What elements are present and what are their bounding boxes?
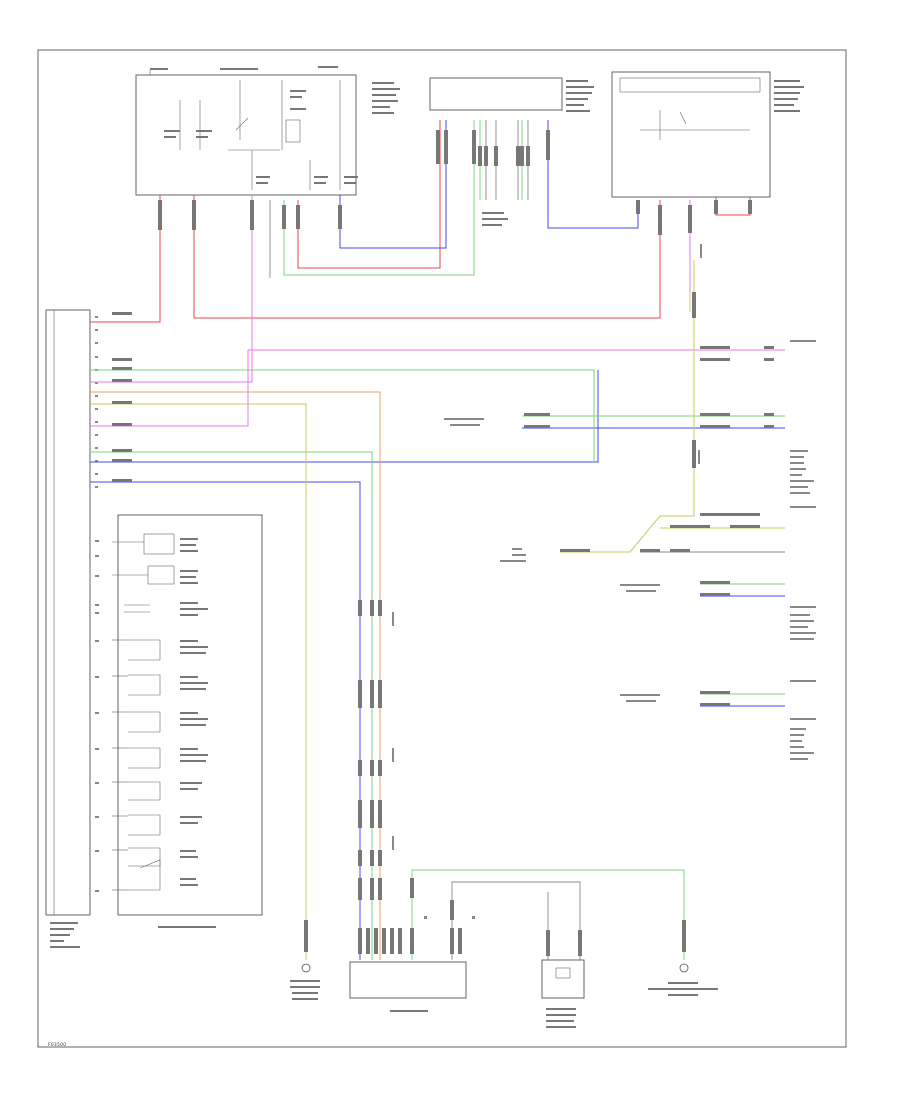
central-junction-box bbox=[429, 77, 563, 111]
connector-stubs bbox=[112, 130, 774, 956]
solenoid-1 bbox=[128, 639, 161, 661]
transmission-control-module bbox=[45, 309, 91, 916]
gear-selector-module bbox=[349, 961, 467, 999]
sensor-switch bbox=[679, 111, 687, 125]
green-wires bbox=[90, 120, 785, 960]
tcm-label bbox=[50, 922, 80, 948]
orange-wire bbox=[90, 391, 381, 960]
right-side-labels bbox=[444, 244, 816, 760]
tcm-pin-numbers bbox=[95, 316, 99, 892]
relay-coil bbox=[285, 119, 301, 143]
label-marks bbox=[150, 66, 804, 226]
gray-wires bbox=[269, 120, 785, 960]
red-wires bbox=[90, 120, 751, 323]
diagram-frame bbox=[37, 49, 847, 1048]
shift-lock-solenoid bbox=[541, 959, 585, 999]
ground-right bbox=[648, 963, 718, 996]
at-internal-wires bbox=[112, 541, 148, 891]
pink-wires bbox=[90, 195, 785, 427]
fuse-relay-box bbox=[135, 74, 357, 196]
ground-left bbox=[290, 963, 320, 1000]
at-labels bbox=[158, 538, 216, 928]
range-sensor-module bbox=[611, 71, 771, 198]
footer-code: F03500 bbox=[48, 1042, 66, 1048]
speed-sensor bbox=[143, 533, 175, 555]
automatic-transmission bbox=[117, 514, 263, 916]
